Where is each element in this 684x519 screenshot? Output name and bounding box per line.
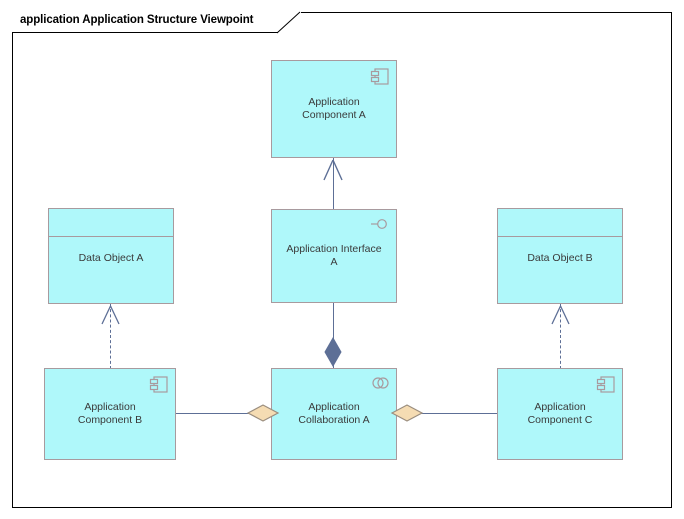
node-label: Data Object B [527,252,593,264]
component-icon [149,375,169,395]
node-label: Application Component C [527,401,593,426]
node-label: Application Component A [302,96,366,121]
node-label: Data Object A [78,252,144,264]
component-icon [596,375,616,395]
component-icon [370,67,390,87]
node-application-collaboration-a[interactable]: Application Collaboration A [271,368,397,460]
connector-component-c-to-collaboration-a [396,413,498,414]
node-application-component-b[interactable]: Application Component B [44,368,176,460]
node-application-component-a[interactable]: Application Component A [271,60,397,158]
viewpoint-frame-tab [12,12,301,33]
node-label: Application Component B [77,401,143,426]
interface-lollipop-icon [370,216,390,236]
node-data-object-b[interactable]: Data Object B [497,208,623,304]
connector-component-b-to-collaboration-a [176,413,272,414]
connector-interface-a-to-component-a [333,158,334,210]
node-application-interface-a[interactable]: Application Interface A [271,209,397,303]
node-label: Application Interface A [286,243,382,268]
connector-component-b-to-data-object-a [110,304,111,369]
connector-collaboration-a-to-interface-a [333,303,334,369]
node-data-object-a[interactable]: Data Object A [48,208,174,304]
node-application-component-c[interactable]: Application Component C [497,368,623,460]
viewpoint-frame-tab-diagonal [276,11,301,34]
data-object-header-band [497,208,623,237]
collaboration-circles-icon [370,375,390,395]
node-label: Application Collaboration A [298,401,370,426]
viewpoint-frame-tab-underline [12,32,278,33]
connector-component-c-to-data-object-b [560,304,561,369]
viewpoint-title: application Application Structure Viewpo… [20,14,254,26]
data-object-header-band [48,208,174,237]
